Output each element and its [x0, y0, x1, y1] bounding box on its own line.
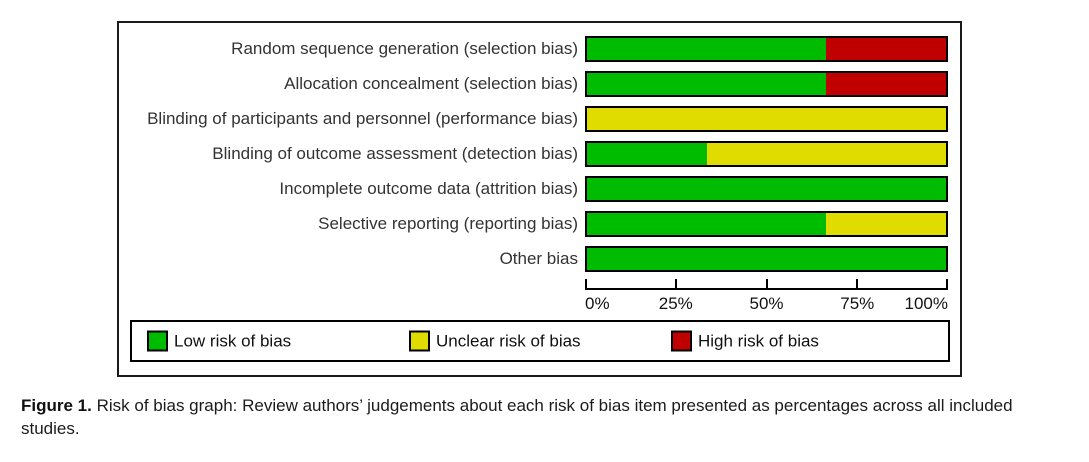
axis-tick-label: 0%	[585, 294, 610, 313]
x-axis	[585, 279, 948, 290]
chart-row: Random sequence generation (selection bi…	[119, 36, 960, 62]
row-label: Other bias	[499, 249, 578, 268]
axis-tick	[946, 279, 948, 288]
axis-tick	[856, 279, 859, 288]
chart-row: Blinding of participants and personnel (…	[119, 106, 960, 132]
axis-tick	[674, 279, 677, 288]
bar-segment	[587, 73, 827, 95]
bar-segment	[826, 213, 946, 235]
axis-tick-label: 50%	[749, 294, 784, 313]
stacked-bar	[585, 176, 948, 202]
axis-tick-label: 75%	[840, 294, 875, 313]
stacked-bar	[585, 36, 948, 62]
legend-item-label: Unclear risk of bias	[436, 331, 581, 350]
bar-segment	[587, 248, 946, 270]
legend-color-swatch	[409, 330, 430, 352]
figure-caption: Figure 1. Risk of bias graph: Review aut…	[21, 394, 1065, 441]
chart-row: Allocation concealment (selection bias)	[119, 71, 960, 97]
legend-color-swatch	[671, 330, 692, 352]
chart-row: Selective reporting (reporting bias)	[119, 211, 960, 237]
chart-row: Incomplete outcome data (attrition bias)	[119, 176, 960, 202]
legend-item-label: Low risk of bias	[174, 331, 292, 350]
stacked-bar	[585, 71, 948, 97]
row-label: Blinding of participants and personnel (…	[147, 109, 578, 128]
bar-segment	[587, 143, 707, 165]
bar-segment	[587, 213, 827, 235]
legend-item: High risk of bias	[671, 330, 819, 352]
figure-caption-label: Figure 1.	[21, 396, 92, 415]
legend-item: Unclear risk of bias	[409, 330, 581, 352]
axis-tick-label: 100%	[904, 294, 948, 313]
stacked-bar	[585, 141, 948, 167]
legend-item-label: High risk of bias	[698, 331, 819, 350]
row-label: Allocation concealment (selection bias)	[284, 74, 578, 93]
bar-segment	[587, 108, 946, 130]
row-label: Random sequence generation (selection bi…	[231, 39, 578, 58]
row-label: Blinding of outcome assessment (detectio…	[212, 144, 578, 163]
legend-color-swatch	[147, 330, 168, 352]
chart-area: Random sequence generation (selection bi…	[119, 23, 960, 375]
bar-segment	[706, 143, 946, 165]
axis-tick	[765, 279, 768, 288]
stacked-bar	[585, 106, 948, 132]
legend-box: Low risk of bias Unclear risk of bias High…	[130, 320, 950, 362]
bar-segment	[826, 73, 946, 95]
bar-segment	[587, 178, 946, 200]
figure-caption-text: Risk of bias graph: Review authors’ judg…	[21, 396, 1013, 439]
row-label: Incomplete outcome data (attrition bias)	[279, 179, 578, 198]
legend-item: Low risk of bias	[147, 330, 292, 352]
bar-segment	[587, 38, 827, 60]
x-axis-tick-labels: 0% 25% 50% 75% 100%	[585, 294, 948, 316]
chart-row: Blinding of outcome assessment (detectio…	[119, 141, 960, 167]
stacked-bar	[585, 246, 948, 272]
stacked-bar	[585, 211, 948, 237]
axis-tick-label: 25%	[658, 294, 693, 313]
bar-segment	[826, 38, 946, 60]
chart-row: Other bias	[119, 246, 960, 272]
row-label: Selective reporting (reporting bias)	[318, 214, 578, 233]
axis-tick	[585, 279, 587, 288]
risk-of-bias-figure: Random sequence generation (selection bi…	[117, 21, 962, 377]
